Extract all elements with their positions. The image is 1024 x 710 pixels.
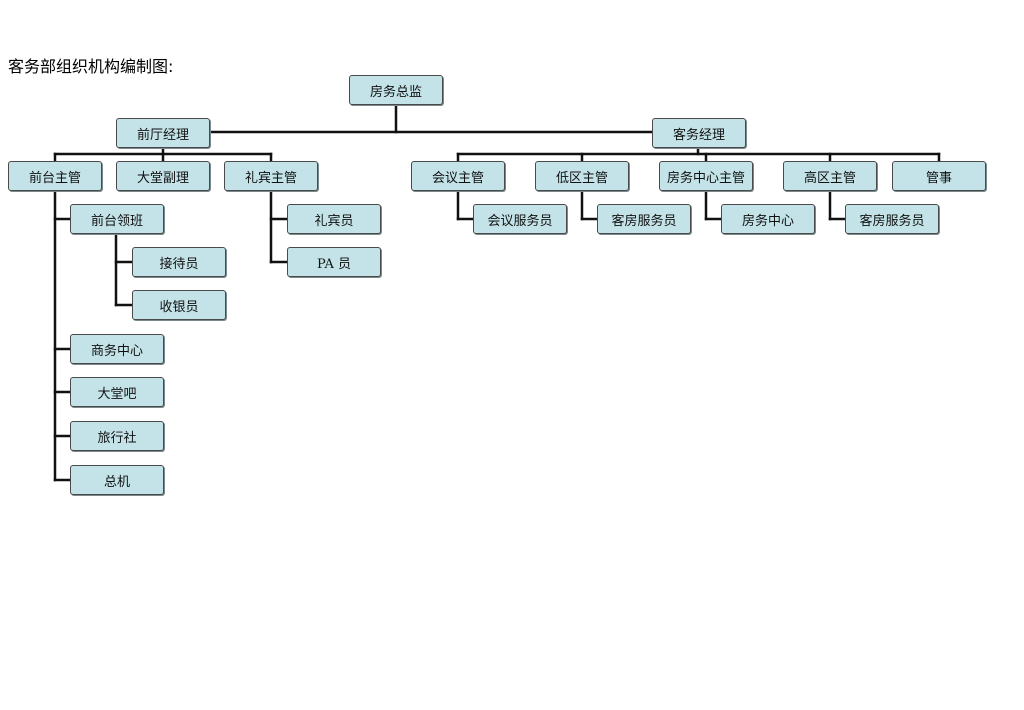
node-housekeeping-center: 房务中心 <box>721 204 815 234</box>
node-housekeeping-center-supervisor: 房务中心主管 <box>659 161 753 191</box>
node-operator: 总机 <box>70 465 164 495</box>
node-front-office-manager: 前厅经理 <box>116 118 210 148</box>
node-director: 房务总监 <box>349 75 443 105</box>
node-cashier: 收银员 <box>132 290 226 320</box>
node-meeting-attendant: 会议服务员 <box>473 204 567 234</box>
node-receptionist: 接待员 <box>132 247 226 277</box>
node-meeting-supervisor: 会议主管 <box>411 161 505 191</box>
node-business-center: 商务中心 <box>70 334 164 364</box>
node-high-zone-room-attendant: 客房服务员 <box>845 204 939 234</box>
node-concierge-supervisor: 礼宾主管 <box>224 161 318 191</box>
node-lobby-assistant-manager: 大堂副理 <box>116 161 210 191</box>
node-pa-staff: PA 员 <box>287 247 381 277</box>
node-front-desk-captain: 前台领班 <box>70 204 164 234</box>
node-low-zone-supervisor: 低区主管 <box>535 161 629 191</box>
node-steward: 管事 <box>892 161 986 191</box>
page-title: 客务部组织机构编制图: <box>8 57 174 76</box>
node-travel-agency: 旅行社 <box>70 421 164 451</box>
node-low-zone-room-attendant: 客房服务员 <box>597 204 691 234</box>
node-front-desk-supervisor: 前台主管 <box>8 161 102 191</box>
node-bellman: 礼宾员 <box>287 204 381 234</box>
node-housekeeping-manager: 客务经理 <box>652 118 746 148</box>
node-lobby-bar: 大堂吧 <box>70 377 164 407</box>
node-high-zone-supervisor: 高区主管 <box>783 161 877 191</box>
